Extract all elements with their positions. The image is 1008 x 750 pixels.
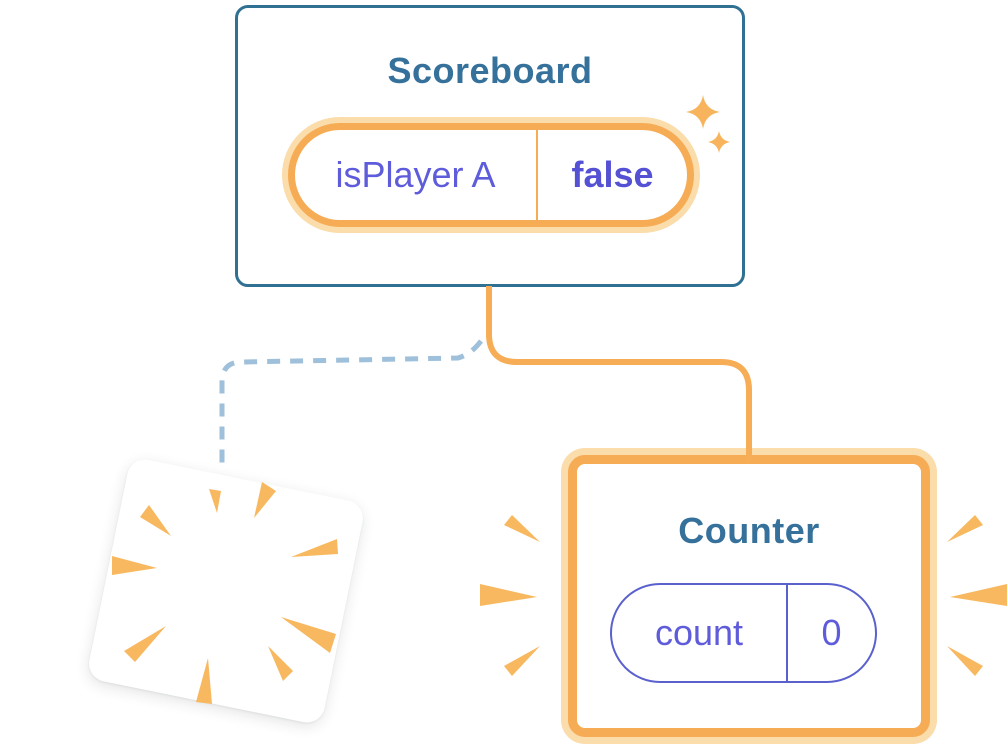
sparkles-icon bbox=[686, 95, 730, 153]
emphasis-rays-right-icon bbox=[947, 515, 1007, 676]
counter-state-pill: count 0 bbox=[610, 583, 877, 683]
state-label: count bbox=[654, 612, 744, 653]
state-value: 0 bbox=[821, 612, 842, 653]
pill-divider bbox=[536, 130, 538, 220]
scoreboard-card: Scoreboard isPlayer A false bbox=[235, 5, 745, 287]
state-value: false bbox=[571, 154, 654, 195]
destroyed-component-card bbox=[85, 456, 367, 726]
pill-divider bbox=[786, 585, 788, 681]
scoreboard-title: Scoreboard bbox=[387, 50, 593, 91]
emphasis-rays-left-icon bbox=[480, 515, 540, 676]
counter-card: Counter count 0 bbox=[568, 455, 930, 737]
solid-connector-to-counter bbox=[486, 286, 752, 461]
scoreboard-state-pill: isPlayer A false bbox=[288, 123, 694, 227]
dashed-connector-to-destroyed bbox=[219, 339, 483, 467]
counter-title: Counter bbox=[678, 510, 820, 551]
state-label: isPlayer A bbox=[335, 154, 496, 195]
